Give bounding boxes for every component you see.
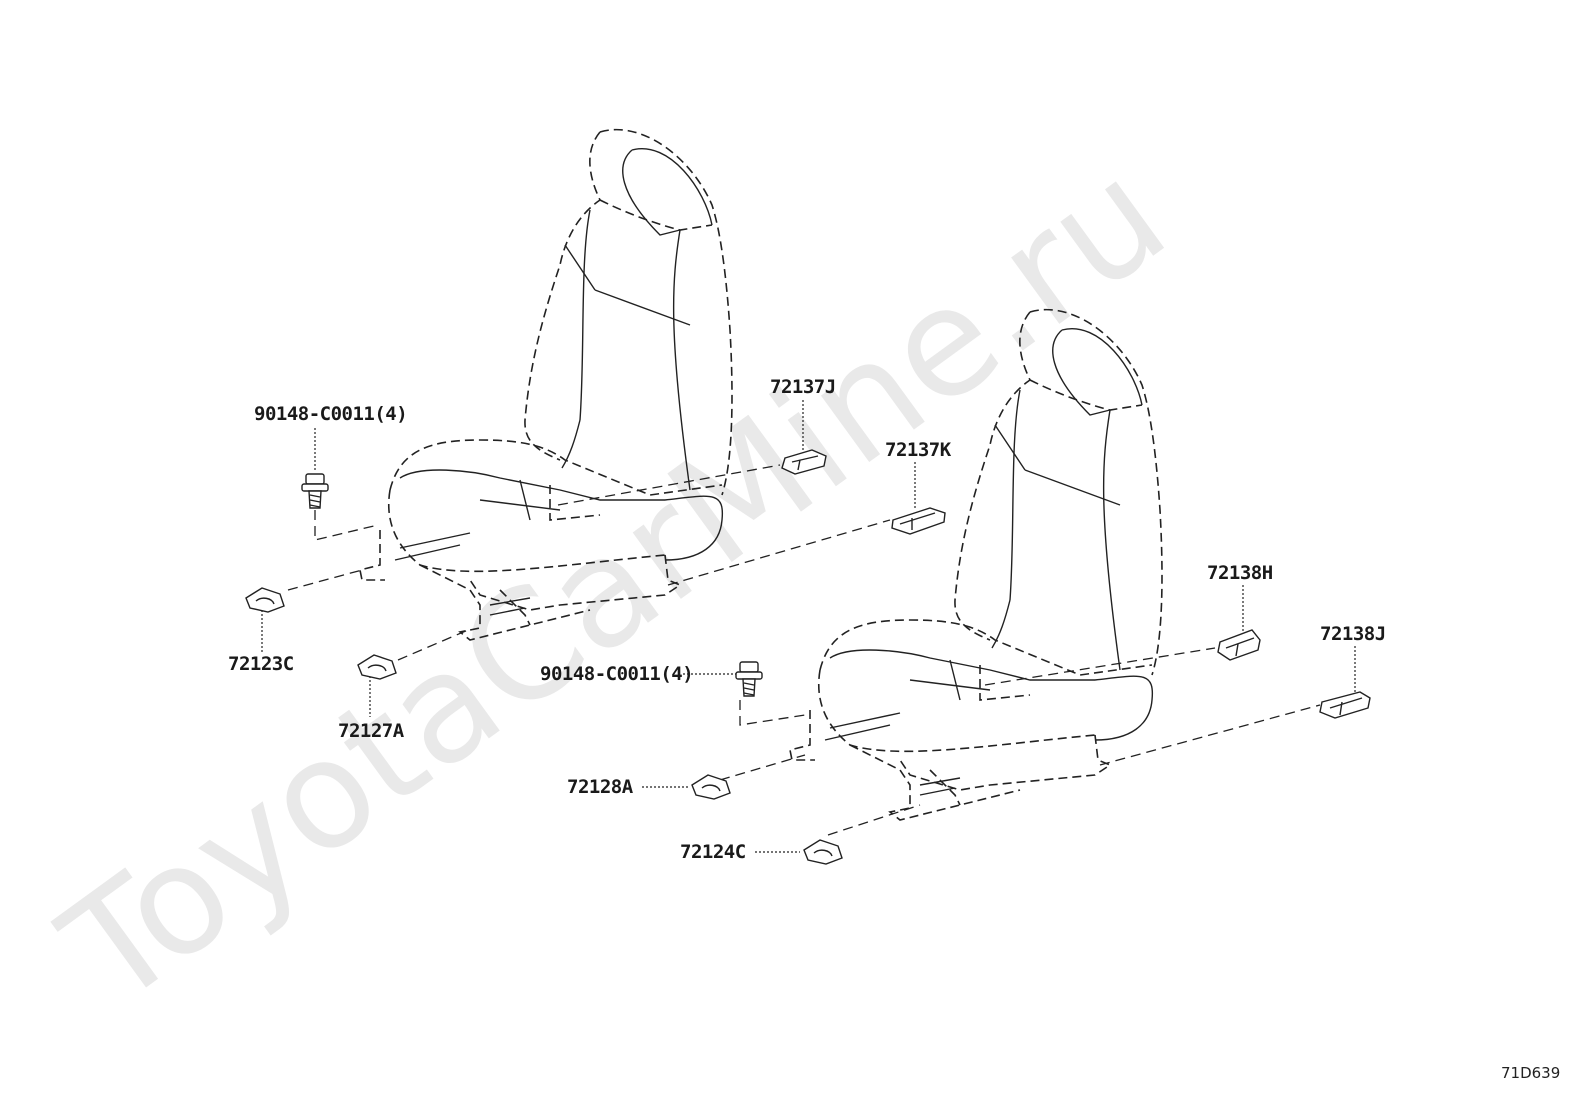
watermark: ToyotaCarMine.ru [33,128,1196,1040]
left-seat-outline [359,128,733,641]
label-72123C: 72123C [228,653,294,675]
label-72137J: 72137J [770,376,836,398]
label-72138H: 72138H [1207,562,1273,584]
right-seat-outline [789,308,1163,821]
leader-lines [287,464,1321,836]
label-72128A: 72128A [567,776,634,798]
clip-72127A-icon[interactable] [357,654,397,680]
clip-72123C-icon[interactable] [245,587,285,613]
clip-72124C-icon[interactable] [803,839,843,865]
diagram-code: 71D639 [1501,1064,1560,1082]
bolt-left-icon[interactable] [301,473,329,509]
clip-72128A-icon[interactable] [691,774,731,800]
label-72127A: 72127A [338,720,405,742]
bolt-right-icon[interactable] [735,661,763,697]
label-bolt-left: 90148-C0011(4) [254,403,407,425]
clip-72138J-icon[interactable] [1319,691,1371,719]
clip-72137K-icon[interactable] [891,507,946,535]
label-72124C: 72124C [680,841,746,863]
label-72138J: 72138J [1320,623,1386,645]
label-leaders [261,400,1356,853]
clip-72138H-icon[interactable] [1217,629,1261,661]
clip-72137J-icon[interactable] [781,449,827,475]
label-bolt-right: 90148-C0011(4) [540,663,693,685]
label-72137K: 72137K [885,439,952,461]
